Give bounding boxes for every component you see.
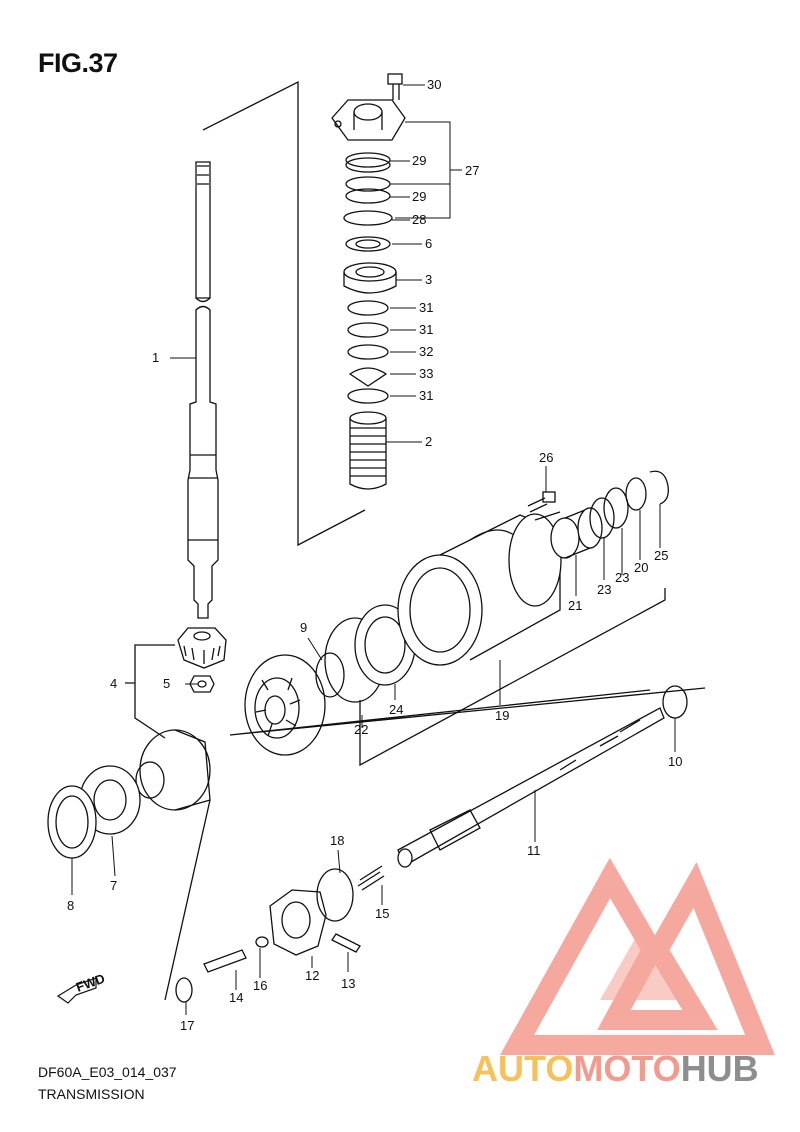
callout-3: 3 <box>425 272 432 287</box>
fwd-arrow-icon: FWD <box>56 971 107 1004</box>
shim-stack <box>343 152 393 252</box>
callout-29b: 29 <box>412 189 426 204</box>
bearing-housing-19 <box>397 511 562 666</box>
reverse-gear <box>244 654 326 756</box>
callout-8: 8 <box>67 898 74 913</box>
diagram-code: DF60A_E03_014_037 <box>38 1064 177 1080</box>
bearing-3 <box>343 262 397 294</box>
callout-31c: 31 <box>419 388 433 403</box>
retainer-17 <box>175 977 193 1003</box>
callout-16: 16 <box>253 978 267 993</box>
shim-9 <box>315 652 345 698</box>
pin-16 <box>255 936 269 948</box>
callout-2: 2 <box>425 434 432 449</box>
watermark-auto: AUTO <box>472 1048 574 1089</box>
callout-26: 26 <box>539 450 553 465</box>
watermark-moto: MOTO <box>573 1048 681 1089</box>
bearing-housing <box>331 99 406 141</box>
group-4 <box>125 644 175 739</box>
callout-10: 10 <box>668 754 682 769</box>
drive-shaft <box>187 161 219 619</box>
callout-28: 28 <box>412 212 426 227</box>
callout-6: 6 <box>425 236 432 251</box>
circlip-25 <box>649 470 669 505</box>
callout-18: 18 <box>330 833 344 848</box>
callout-33: 33 <box>419 366 433 381</box>
bolt-30 <box>387 73 403 100</box>
watermark-text: AUTOMOTOHUB <box>472 1048 759 1090</box>
group-lines-right <box>359 588 666 767</box>
callout-23b: 23 <box>597 582 611 597</box>
callout-4: 4 <box>110 676 117 691</box>
callout-27: 27 <box>465 163 479 178</box>
fwd-label: FWD <box>74 971 107 995</box>
callout-13: 13 <box>341 976 355 991</box>
bolt-26 <box>527 491 556 513</box>
callout-19: 19 <box>495 708 509 723</box>
callout-5: 5 <box>163 676 170 691</box>
callout-1: 1 <box>152 350 159 365</box>
needle-bearing-21 <box>550 507 603 559</box>
callout-31b: 31 <box>419 322 433 337</box>
clutch-dog <box>269 889 327 956</box>
group-line <box>202 80 366 547</box>
forward-gear <box>47 729 211 859</box>
pin-13 <box>331 933 361 953</box>
diagram-name: TRANSMISSION <box>38 1086 145 1102</box>
callout-30: 30 <box>427 77 441 92</box>
rod-14 <box>203 949 247 973</box>
group-lines-lower <box>164 799 211 1001</box>
ring-18 <box>316 868 354 922</box>
callout-29a: 29 <box>412 153 426 168</box>
callout-22: 22 <box>354 722 368 737</box>
callout-9: 9 <box>300 620 307 635</box>
figure-title: FIG.37 <box>38 48 118 78</box>
callout-17: 17 <box>180 1018 194 1033</box>
spring-15 <box>357 865 385 891</box>
pinion-gear <box>177 627 227 669</box>
watermark-logo <box>499 857 775 1055</box>
callout-labels: 30 29 27 29 28 6 3 31 31 32 33 31 2 1 26… <box>67 77 682 1033</box>
callout-11: 11 <box>527 843 541 858</box>
bushing-2 <box>349 411 387 490</box>
callout-12: 12 <box>305 968 319 983</box>
seal-23a <box>589 497 615 539</box>
callout-20: 20 <box>634 560 648 575</box>
callout-7: 7 <box>110 878 117 893</box>
spacer-rings <box>347 300 389 404</box>
watermark-hub: HUB <box>680 1048 759 1089</box>
propeller-shaft <box>397 707 665 868</box>
callout-24: 24 <box>389 702 403 717</box>
callout-14: 14 <box>229 990 243 1005</box>
leader-lines <box>71 84 676 1015</box>
callout-15: 15 <box>375 906 389 921</box>
callout-25: 25 <box>654 548 668 563</box>
group-lines-mid <box>229 687 706 736</box>
seal-23b <box>603 487 629 529</box>
callout-23a: 23 <box>615 570 629 585</box>
callout-21: 21 <box>568 598 582 613</box>
ring-20 <box>625 477 647 511</box>
callout-31a: 31 <box>419 300 433 315</box>
callout-32: 32 <box>419 344 433 359</box>
